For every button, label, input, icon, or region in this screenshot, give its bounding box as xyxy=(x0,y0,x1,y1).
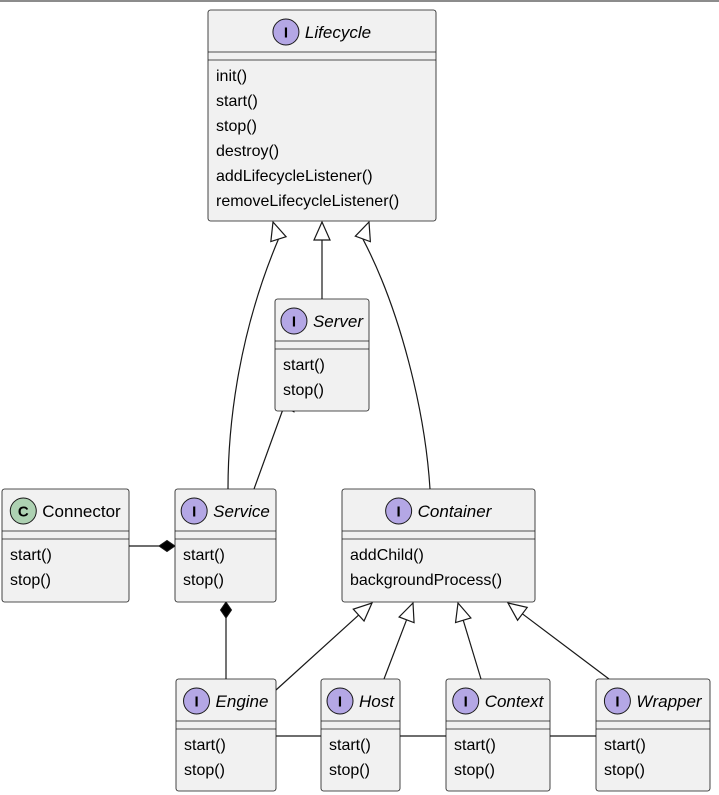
interface-badge-icon: I xyxy=(385,497,413,525)
method: removeLifecycleListener() xyxy=(216,193,399,210)
class-name-wrapper: Wrapper xyxy=(636,692,703,711)
method: stop() xyxy=(183,572,224,589)
svg-text:I: I xyxy=(284,25,288,42)
interface-badge-icon: I xyxy=(280,307,308,335)
generalization-arrow-wrapper-container xyxy=(506,602,529,622)
svg-text:I: I xyxy=(292,314,296,331)
svg-text:I: I xyxy=(192,504,196,521)
method: start() xyxy=(454,737,496,754)
generalization-arrow-service-lifecycle xyxy=(270,220,288,243)
method: backgroundProcess() xyxy=(350,572,502,589)
edge-wrapper-container xyxy=(522,613,610,680)
svg-text:C: C xyxy=(18,504,29,521)
generalization-arrow-context-container xyxy=(454,601,472,624)
svg-text:I: I xyxy=(464,694,468,711)
interface-badge-icon: I xyxy=(272,18,300,46)
edge-context-container xyxy=(462,620,482,680)
class-name-connector: Connector xyxy=(42,502,121,521)
class-name-lifecycle: Lifecycle xyxy=(305,23,371,42)
class-name-context: Context xyxy=(485,692,545,711)
class-name-container: Container xyxy=(418,502,493,521)
method: destroy() xyxy=(216,143,279,160)
svg-text:I: I xyxy=(615,694,619,711)
generalization-arrow-host-container xyxy=(398,601,415,624)
method: addLifecycleListener() xyxy=(216,168,373,185)
class-name-engine: Engine xyxy=(216,692,269,711)
method: start() xyxy=(283,357,325,374)
class-box-lifecycle xyxy=(207,9,437,222)
method: start() xyxy=(216,93,258,110)
method: start() xyxy=(183,547,225,564)
method: stop() xyxy=(604,762,645,779)
edge-service-server xyxy=(253,397,288,490)
svg-text:I: I xyxy=(397,504,401,521)
interface-badge-icon: I xyxy=(183,687,211,715)
method: addChild() xyxy=(350,547,424,564)
method: stop() xyxy=(454,762,495,779)
class-name-service: Service xyxy=(213,502,270,521)
method: start() xyxy=(329,737,371,754)
method: stop() xyxy=(329,762,370,779)
method: stop() xyxy=(216,118,257,135)
method: stop() xyxy=(10,572,51,589)
method: start() xyxy=(184,737,226,754)
interface-badge-icon: I xyxy=(180,497,208,525)
method: init() xyxy=(216,68,247,85)
class-name-server: Server xyxy=(313,312,364,331)
interface-badge-icon: I xyxy=(603,687,631,715)
edge-service-lifecycle xyxy=(227,238,280,490)
composition-diamond-service xyxy=(158,539,176,553)
method: stop() xyxy=(283,382,324,399)
generalization-arrow-engine-container xyxy=(352,602,374,623)
svg-text:I: I xyxy=(194,694,198,711)
composition-diamond-service-bottom xyxy=(219,601,233,619)
edge-engine-container xyxy=(275,614,360,691)
edge-host-container xyxy=(383,619,408,680)
interface-badge-icon: I xyxy=(326,687,354,715)
generalization-arrow-server-lifecycle xyxy=(313,220,331,241)
svg-text:I: I xyxy=(338,694,342,711)
class-name-host: Host xyxy=(359,692,395,711)
method: start() xyxy=(604,737,646,754)
method: start() xyxy=(10,547,52,564)
classes-layer: LifecycleIinit()start()stop()destroy()ad… xyxy=(1,9,711,792)
edge-container-lifecycle xyxy=(362,238,431,490)
generalization-arrow-container-lifecycle xyxy=(354,220,372,243)
class-badge-icon: C xyxy=(9,497,37,525)
interface-badge-icon: I xyxy=(452,687,480,715)
method: stop() xyxy=(184,762,225,779)
